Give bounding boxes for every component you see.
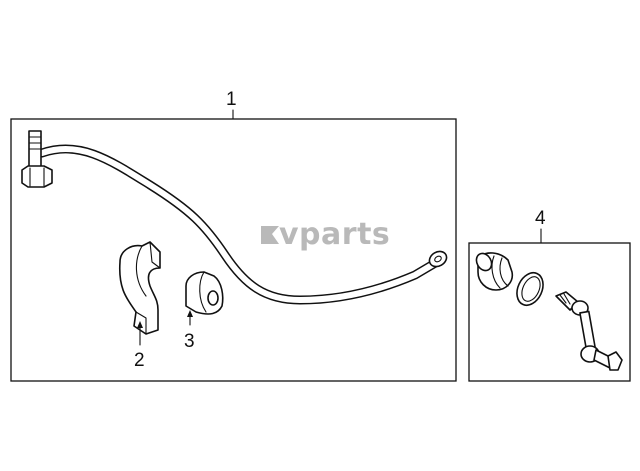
callout-3: 3 <box>184 331 195 352</box>
stabilizer-bushing <box>185 271 224 315</box>
dust-boot-fold-2 <box>499 257 509 287</box>
stabilizer-bar-tube-fill <box>39 146 440 303</box>
stabilizer-link-frame <box>468 242 631 382</box>
callout-2-arrowhead <box>137 321 143 328</box>
bracket-top-lip <box>149 241 161 269</box>
link-rod <box>555 291 623 371</box>
link-lower-nut <box>607 351 623 371</box>
callout-1: 1 <box>226 89 237 110</box>
callout-4: 4 <box>535 208 546 229</box>
link-dust-boot <box>475 252 514 291</box>
stabilizer-bar <box>21 130 448 305</box>
stud-thread-1 <box>559 294 567 304</box>
watermark-logo: vparts <box>261 217 390 252</box>
callout-3-arrowhead <box>187 310 193 317</box>
dust-boot-fold-1 <box>491 255 501 289</box>
bracket-flange <box>135 311 147 335</box>
clip-ring-inner <box>521 276 541 302</box>
watermark-text: vparts <box>279 217 390 252</box>
bracket-body <box>118 241 161 335</box>
bushing-bracket <box>118 241 161 335</box>
bushing-face <box>199 271 207 313</box>
bolt-nut <box>21 165 53 188</box>
link-shaft <box>579 310 597 352</box>
watermark-logo-mark <box>261 226 279 244</box>
stud-thread-2 <box>563 293 571 305</box>
stabilizer-bar-bolt <box>21 130 53 188</box>
stabilizer-bar-eyelet-hole <box>434 255 442 263</box>
bracket-inner-curve <box>135 245 147 297</box>
dust-boot-rim <box>475 252 493 272</box>
bushing-hole <box>207 290 219 306</box>
stabilizer-bar-eyelet <box>428 250 448 268</box>
link-clip-ring <box>516 271 544 307</box>
stabilizer-link-assembly <box>475 252 623 371</box>
callout-2: 2 <box>134 350 145 371</box>
